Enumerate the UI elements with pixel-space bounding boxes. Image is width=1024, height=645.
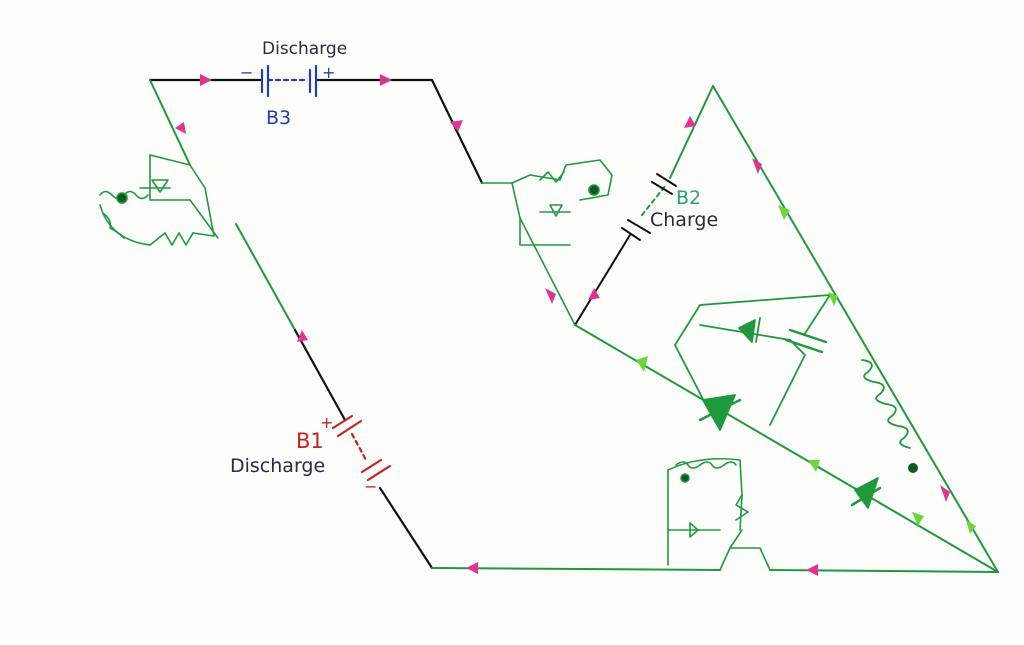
triangle-right-edge (712, 85, 999, 573)
left-mid-wire (235, 223, 296, 331)
b1-minus-sign: − (364, 477, 377, 496)
bottom-oscillator-circuit (667, 457, 771, 571)
inductor-dot (908, 463, 918, 473)
left-upper-wire (149, 79, 191, 166)
b1-plus-sign: + (320, 413, 333, 432)
bottom-wire-right (769, 569, 999, 573)
left-lower-wire-black (293, 328, 347, 422)
b1-wire-lower (378, 486, 434, 570)
inner-diode-capacitor-circuit (674, 294, 882, 509)
inductor-coil (861, 359, 911, 449)
left-oscillator-circuit (99, 154, 219, 246)
top-wire-right (316, 78, 484, 185)
current-arrows-lime (636, 205, 976, 534)
middle-oscillator-circuit (481, 159, 613, 326)
b3-minus-sign: − (240, 63, 253, 82)
current-arrows-pink (175, 74, 950, 576)
battery-b1-symbol (331, 414, 392, 482)
triangle-diagonal (574, 324, 999, 573)
battery-b2-symbol (574, 85, 714, 326)
b3-plus-sign: + (322, 63, 335, 82)
b2-name-label: B2 (676, 187, 701, 209)
b1-state-label: Discharge (230, 455, 325, 477)
b3-name-label: B3 (266, 107, 291, 129)
b3-state-label: Discharge (262, 39, 347, 59)
b2-state-label: Charge (650, 209, 718, 231)
b1-name-label: B1 (296, 429, 324, 453)
battery-b3-symbol (260, 64, 318, 98)
bottom-wire (431, 567, 721, 571)
